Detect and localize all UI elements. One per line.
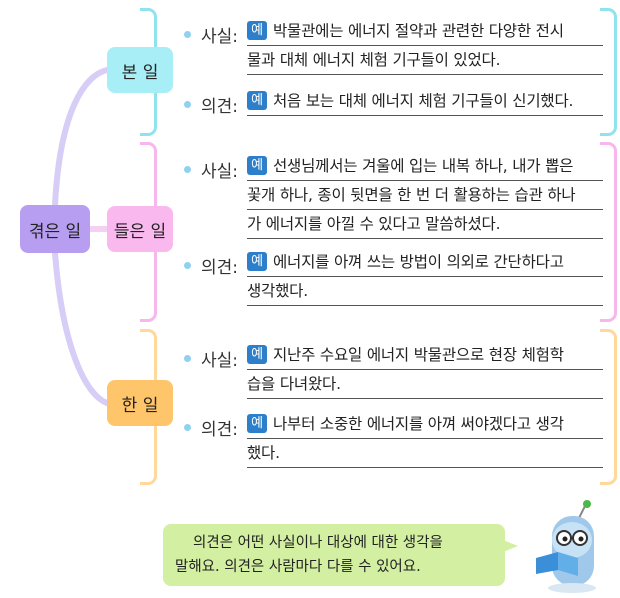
bullet-dot xyxy=(184,355,191,362)
example-badge: 예 xyxy=(247,91,267,110)
robot-mascot-icon xyxy=(536,500,596,593)
category-label: 본 일 xyxy=(121,62,159,83)
connector-to-done xyxy=(52,250,110,406)
bracket-heard-right xyxy=(600,142,617,322)
category-node-heard: 들은 일 xyxy=(107,206,173,252)
example-badge: 예 xyxy=(247,414,267,433)
fact-line: 습을 다녀왔다. xyxy=(247,370,603,399)
example-badge: 예 xyxy=(247,252,267,271)
speech-note: 의견은 어떤 사실이나 대상에 대한 생각을 말해요. 의견은 사람마다 다를 … xyxy=(163,524,505,586)
bullet-dot xyxy=(184,31,191,38)
example-badge: 예 xyxy=(247,345,267,364)
fact-line: 가 에너지를 아낄 수 있다고 말씀하셨다. xyxy=(247,210,603,239)
opinion-label-seen: 의견: xyxy=(184,92,238,117)
opinion-label-heard: 의견: xyxy=(184,253,238,278)
connector-to-seen xyxy=(52,67,110,208)
bullet-dot xyxy=(184,101,191,108)
example-badge: 예 xyxy=(247,156,267,175)
bullet-dot xyxy=(184,166,191,173)
example-badge: 예 xyxy=(247,21,267,40)
root-node: 겪은 일 xyxy=(20,205,90,253)
root-label: 겪은 일 xyxy=(28,221,82,242)
category-node-seen: 본 일 xyxy=(107,47,173,93)
note-line: 말해요. 의견은 사람마다 다를 수 있어요. xyxy=(175,559,421,575)
fact-label-done: 사실: xyxy=(184,346,238,371)
category-label: 한 일 xyxy=(121,395,159,416)
fact-label-heard: 사실: xyxy=(184,157,238,182)
opinion-line: 생각했다. xyxy=(247,277,603,306)
bracket-seen-right xyxy=(600,8,617,136)
category-node-done: 한 일 xyxy=(107,380,173,426)
opinion-line: 했다. xyxy=(247,439,603,468)
fact-label-seen: 사실: xyxy=(184,22,238,47)
fact-line: 물과 대체 에너지 체험 기구들이 있었다. xyxy=(247,46,603,75)
note-line: 의견은 어떤 사실이나 대상에 대한 생각을 xyxy=(193,535,443,551)
category-label: 들은 일 xyxy=(113,221,167,242)
bullet-dot xyxy=(184,262,191,269)
opinion-label-done: 의견: xyxy=(184,415,238,440)
bullet-dot xyxy=(184,424,191,431)
fact-line: 꽃개 하나, 종이 뒷면을 한 번 더 활용하는 습관 하나 xyxy=(247,181,603,210)
bracket-done-right xyxy=(600,329,617,485)
